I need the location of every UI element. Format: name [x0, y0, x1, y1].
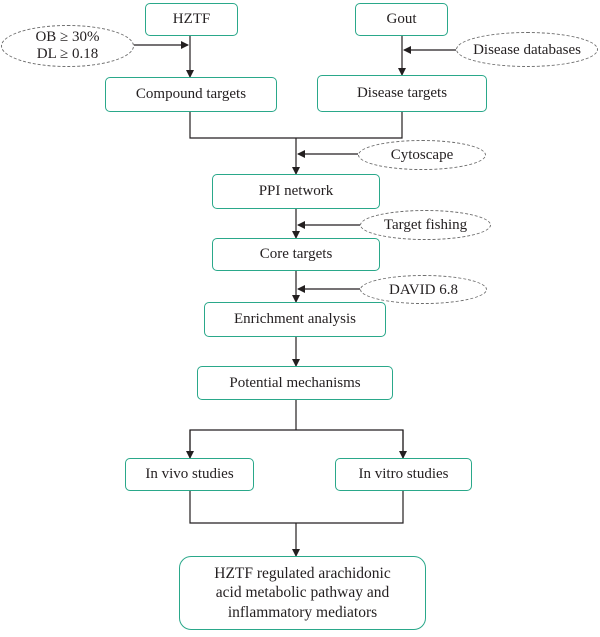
node-conclusion: HZTF regulated arachidonic acid metaboli…: [179, 556, 426, 630]
input-target-fishing: Target fishing: [360, 210, 491, 240]
input-ob-dl-criteria: OB ≥ 30% DL ≥ 0.18: [1, 25, 134, 67]
merge-targets-connector: [189, 112, 403, 139]
split-connector: [189, 429, 404, 458]
node-in-vivo-studies: In vivo studies: [125, 458, 254, 491]
node-gout: Gout: [355, 3, 448, 36]
input-disease-databases: Disease databases: [456, 32, 598, 67]
node-ppi-network: PPI network: [212, 174, 380, 209]
node-potential-mechanisms: Potential mechanisms: [197, 366, 393, 400]
node-core-targets: Core targets: [212, 238, 380, 271]
input-david: DAVID 6.8: [360, 275, 487, 304]
input-cytoscape: Cytoscape: [358, 140, 486, 170]
node-compound-targets: Compound targets: [105, 77, 277, 112]
node-enrichment-analysis: Enrichment analysis: [204, 302, 386, 337]
merge-studies-connector: [189, 491, 404, 524]
node-disease-targets: Disease targets: [317, 75, 487, 112]
node-in-vitro-studies: In vitro studies: [335, 458, 472, 491]
node-hztf: HZTF: [145, 3, 238, 36]
